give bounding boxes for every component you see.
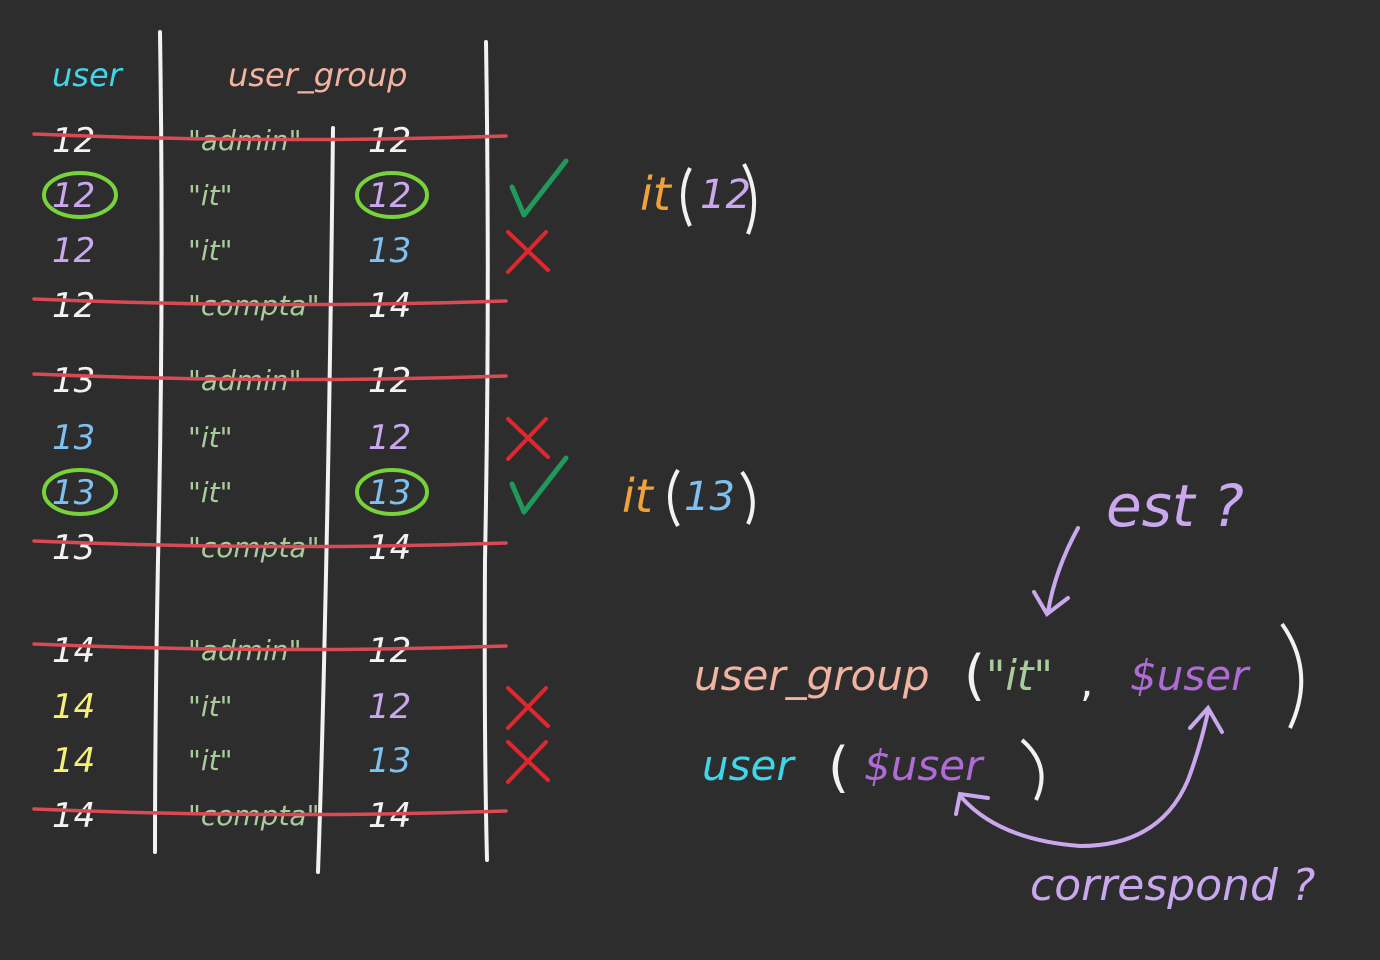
strike-line xyxy=(32,807,508,817)
cell-user: 12 xyxy=(52,121,95,161)
arrow-to-user-group-head xyxy=(1032,590,1070,617)
note-est: est ? xyxy=(1106,472,1244,540)
query-user-var: $user xyxy=(1130,651,1251,700)
result-fn: it xyxy=(622,469,655,523)
query-user-close-paren xyxy=(1020,738,1044,801)
column-divider-left xyxy=(153,30,164,854)
column-divider-middle xyxy=(316,126,335,874)
cell-group: "it" xyxy=(188,476,233,509)
strike-line xyxy=(32,642,508,652)
strike-line xyxy=(32,297,508,307)
query-user-group: user_group ( "it" , $user xyxy=(694,622,1304,729)
table-row: 14 "it" 13 xyxy=(52,740,550,784)
table-row: 14"compta"14 xyxy=(32,796,508,836)
strike-line xyxy=(32,539,508,549)
cell-group-id: 12 xyxy=(368,121,411,161)
cell-user: 12 xyxy=(52,176,95,216)
table-frame xyxy=(153,30,490,874)
cell-user: 14 xyxy=(52,687,95,727)
correspond-arrow-head-left xyxy=(954,791,990,816)
table-row: 13 "it" 13 xyxy=(42,455,569,516)
cross-icon xyxy=(506,417,550,461)
result-arg: 13 xyxy=(684,474,735,520)
query-close-paren xyxy=(1280,622,1304,729)
table-row: 12"admin"12 xyxy=(32,121,508,161)
cell-group-id: 14 xyxy=(368,286,411,326)
cell-group-id: 12 xyxy=(368,631,411,671)
correspond-arrow-head-right xyxy=(1188,704,1224,734)
query-it-arg: "it" xyxy=(986,651,1053,700)
table-row: 14 "it" 12 xyxy=(52,686,550,730)
header-user: user xyxy=(52,56,124,94)
cell-user: 14 xyxy=(52,631,95,671)
check-icon xyxy=(509,158,569,218)
query-user: user ( $user xyxy=(702,736,1044,801)
column-divider-right xyxy=(482,40,490,862)
table-row: 14"admin"12 xyxy=(32,631,508,671)
query-comma: , xyxy=(1080,657,1093,706)
cell-group: "it" xyxy=(188,744,233,777)
cell-group-id: 14 xyxy=(368,528,411,568)
cell-group-id: 12 xyxy=(368,176,411,216)
cell-user: 13 xyxy=(52,528,95,568)
circle-highlight-user xyxy=(42,468,118,516)
result-fn: it xyxy=(640,167,673,221)
query-user-var-2: $user xyxy=(864,741,985,790)
result-it-12: it 12 xyxy=(640,163,757,235)
table-row: 13"admin"12 xyxy=(32,361,508,401)
cross-icon xyxy=(506,230,550,274)
strike-line xyxy=(32,132,508,142)
cell-user: 14 xyxy=(52,796,95,836)
query-user-fn: user xyxy=(702,741,796,790)
table-row: 13"compta"14 xyxy=(32,528,508,568)
cell-group-id: 13 xyxy=(368,741,411,781)
cell-user: 12 xyxy=(52,231,95,271)
cell-group: "it" xyxy=(188,690,233,723)
cell-group-id: 13 xyxy=(368,473,411,513)
strike-line xyxy=(32,372,508,382)
cell-user: 13 xyxy=(52,361,95,401)
cell-user: 12 xyxy=(52,286,95,326)
cell-group: "it" xyxy=(188,421,233,454)
arrow-to-user-group xyxy=(1046,526,1080,614)
table-row: 12"compta"14 xyxy=(32,286,508,326)
table-row: 13 "it" 12 xyxy=(52,417,550,461)
circle-highlight-group-id xyxy=(355,171,429,219)
cell-group-id: 14 xyxy=(368,796,411,836)
correspond-arrow xyxy=(960,710,1210,849)
cell-group-id: 12 xyxy=(368,418,411,458)
cell-group-id: 12 xyxy=(368,687,411,727)
cell-group: "it" xyxy=(188,234,233,267)
query-user-open-paren: ( xyxy=(828,736,849,799)
result-close-paren xyxy=(740,470,755,525)
result-it-13: it 13 xyxy=(622,468,755,527)
table-row: 12 "it" 13 xyxy=(52,230,550,274)
note-correspond: correspond ? xyxy=(1030,860,1315,911)
result-arg: 12 xyxy=(700,172,751,218)
cell-group: "it" xyxy=(188,179,233,212)
cross-icon xyxy=(506,740,550,784)
cell-user: 13 xyxy=(52,473,95,513)
result-open-paren xyxy=(681,167,692,227)
table-row: 12 "it" 12 xyxy=(42,158,569,219)
cell-user: 13 xyxy=(52,418,95,458)
result-close-paren xyxy=(742,163,757,235)
check-icon xyxy=(509,455,569,515)
circle-highlight-group-id xyxy=(355,468,429,516)
query-group-fn: user_group xyxy=(694,651,930,700)
cell-user: 14 xyxy=(52,741,95,781)
cross-icon xyxy=(506,686,550,730)
cell-group-id: 12 xyxy=(368,361,411,401)
table-rows: 12"admin"1212"it"1212"it"1312"compta"141… xyxy=(32,121,569,836)
cell-group-id: 13 xyxy=(368,231,411,271)
result-open-paren xyxy=(668,468,680,527)
circle-highlight-user xyxy=(42,171,118,219)
header-user-group: user_group xyxy=(228,56,407,94)
query-open-paren: ( xyxy=(964,644,985,707)
